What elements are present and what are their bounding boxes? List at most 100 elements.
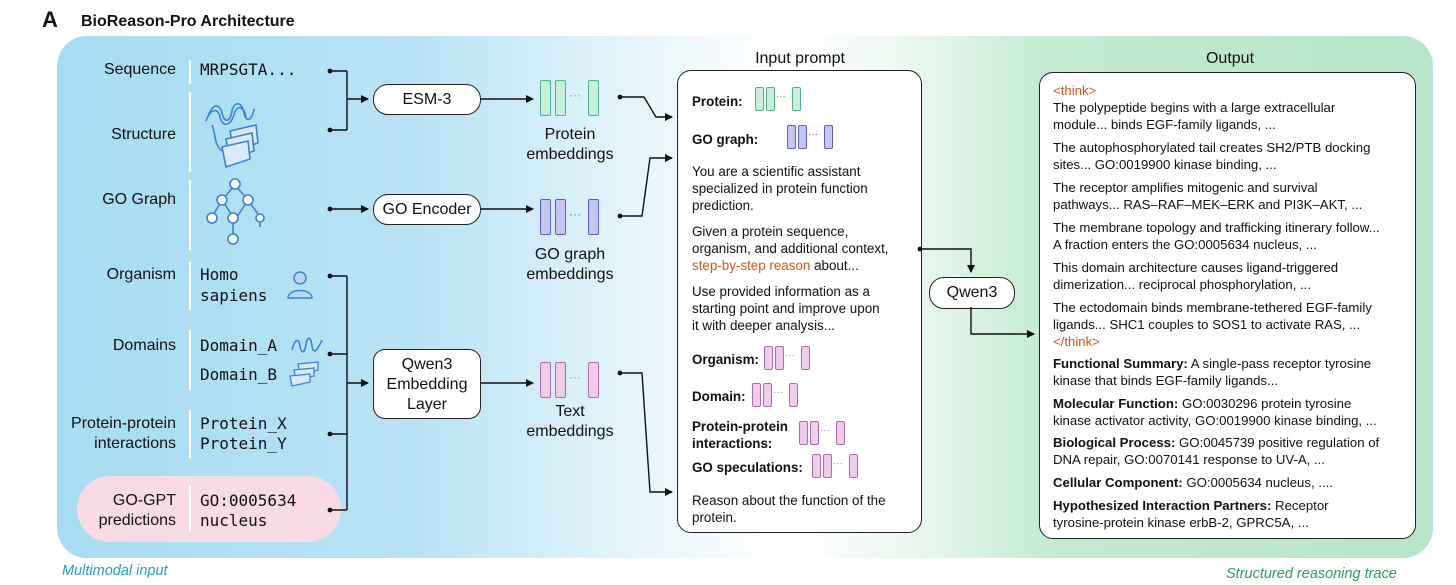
go-embeddings-label-2: embeddings [526, 266, 614, 283]
domains-label: Domains [112, 337, 176, 354]
prompt-domain-label: Domain: [692, 389, 746, 404]
gogpt-label-2: predictions [98, 512, 176, 529]
ppi-label-2: interactions [94, 435, 176, 452]
reasoning-step: The polypeptide begins with a large extr… [1053, 99, 1335, 133]
summary-key: Functional Summary: [1053, 356, 1188, 371]
organism-value-1: Homo [200, 265, 239, 284]
reasoning-line: A fraction enters the GO:0005634 nucleus… [1053, 237, 1317, 252]
separator [189, 410, 191, 458]
protein-embedding-tokens: ··· [540, 80, 602, 118]
protein-structure-icon [205, 102, 259, 169]
ppi-value-1: Protein_X [200, 414, 287, 433]
go-graph-icon [206, 178, 265, 245]
reasoning-trace-caption: Structured reasoning trace [1226, 566, 1397, 582]
prompt-line: prediction. [692, 198, 754, 213]
summary-text: kinase that binds EGF-family ligands... [1053, 373, 1279, 388]
organism-label: Organism [106, 266, 176, 283]
reasoning-line: The receptor amplifies mitogenic and sur… [1053, 180, 1318, 195]
multimodal-input-panel [57, 36, 777, 558]
organism-value-2: sapiens [200, 286, 268, 305]
esm3-encoder: ESM-3 [373, 84, 481, 115]
domain-b-value: Domain_B [200, 365, 278, 384]
summary-text: tyrosine-protein kinase erbB-2, GPRC5A, … [1053, 515, 1309, 530]
text-embeddings-label-2: embeddings [526, 423, 614, 440]
domain-a-icon [291, 337, 323, 353]
ellipsis: ··· [569, 207, 581, 221]
qwen-emb-line-1: Qwen3 [401, 356, 453, 373]
reasoning-step: This domain architecture causes ligand-t… [1053, 259, 1338, 293]
separator [189, 92, 191, 172]
text-embedding-tokens: ··· [540, 362, 602, 400]
summary-key: Cellular Component: [1053, 475, 1183, 490]
summary-text: GO:0045739 positive regulation of [1175, 435, 1380, 450]
reasoning-line: The membrane topology and trafficking it… [1053, 220, 1380, 235]
go-embeddings-label-1: GO graph [534, 246, 606, 263]
summary-item: Hypothesized Interaction Partners: Recep… [1053, 497, 1329, 531]
structure-label: Structure [111, 126, 176, 143]
summary-text: A single-pass receptor tyrosine [1187, 356, 1372, 371]
figure-title: BioReason-Pro Architecture [81, 13, 295, 30]
reasoning-step: The ectodomain binds membrane-tethered E… [1053, 299, 1372, 333]
text-embeddings-label-1: Text [555, 403, 585, 420]
reasoning-line: ligands... SHC1 couples to SOS1 to activ… [1053, 317, 1361, 332]
domain-a-value: Domain_A [200, 336, 278, 355]
prompt-line: specialized in protein function [692, 181, 868, 196]
prompt-protein-label: Protein: [692, 94, 743, 109]
panel-letter: A [42, 7, 58, 32]
go-graph-label: GO Graph [102, 191, 176, 208]
domain-b-icon [289, 361, 319, 387]
separator [189, 486, 191, 532]
reasoning-line: The polypeptide begins with a large extr… [1053, 100, 1336, 115]
prompt-go-graph-label: GO graph: [692, 132, 759, 147]
ellipsis: ··· [820, 425, 830, 436]
output-header: Output [1205, 50, 1255, 67]
summary-text: DNA repair, GO:0070141 response to UV-A,… [1053, 452, 1325, 467]
ellipsis: ··· [808, 129, 818, 140]
prompt-line: organism, and additional context, [692, 241, 889, 256]
reasoning-step: The membrane topology and trafficking it… [1053, 219, 1380, 253]
summary-item: Cellular Component: GO:0005634 nucleus, … [1053, 474, 1333, 491]
summary-key: Hypothesized Interaction Partners: [1053, 498, 1272, 513]
qwen-emb-line-3: Layer [406, 396, 448, 413]
reasoning-line: The autophosphorylated tail creates SH2/… [1053, 140, 1371, 155]
qwen-emb-line-2: Embedding [386, 376, 468, 393]
prompt-line: Reason about the function of the [692, 493, 886, 508]
highlight-text: step-by-step reason [692, 258, 811, 273]
prompt-line: it with deeper analysis... [692, 318, 835, 333]
gogpt-label-1: GO-GPT [112, 492, 176, 509]
prompt-go-spec-label: GO speculations: [692, 460, 803, 475]
ellipsis: ··· [569, 370, 581, 384]
prompt-line: Given a protein sequence, [692, 224, 849, 239]
separator [189, 262, 191, 310]
prompt-line: Protein-protein [692, 419, 788, 434]
prompt-line: starting point and improve upon [692, 301, 880, 316]
ellipsis: ··· [776, 91, 786, 102]
prompt-paragraph-2: Given a protein sequence, organism, and … [692, 223, 889, 274]
summary-item: Molecular Function: GO:0030296 protein t… [1053, 395, 1377, 429]
ppi-label-1: Protein-protein [71, 415, 176, 432]
reasoning-line: dimerization... reciprocal phosphorylati… [1053, 277, 1312, 292]
ellipsis: ··· [833, 458, 843, 469]
go-encoder: GO Encoder [373, 194, 481, 225]
separator [189, 180, 191, 250]
summary-text: kinase activator activity, GO:0019900 ki… [1053, 413, 1377, 428]
prompt-line: You are a scientific assistant [692, 164, 861, 179]
summary-item: Functional Summary: A single-pass recept… [1053, 355, 1371, 389]
protein-embeddings-label-2: embeddings [526, 146, 614, 163]
input-prompt-box: Protein: ··· GO graph: ··· You are a sci… [677, 70, 922, 533]
qwen3-model: Qwen3 [929, 277, 1015, 309]
reasoning-line: The ectodomain binds membrane-tethered E… [1053, 300, 1372, 315]
qwen3-embedding-layer: Qwen3 Embedding Layer [373, 349, 481, 419]
person-icon [287, 271, 313, 299]
sequence-value: MRPSGTA... [200, 60, 297, 79]
prompt-line: step-by-step reason about... [692, 257, 889, 274]
multimodal-input-caption: Multimodal input [62, 563, 168, 579]
reasoning-line: module... binds EGF-family ligands, ... [1053, 117, 1276, 132]
summary-text: GO:0030296 protein tyrosine [1178, 396, 1352, 411]
input-prompt-header: Input prompt [755, 50, 845, 67]
reasoning-step: The autophosphorylated tail creates SH2/… [1053, 139, 1370, 173]
reasoning-line: This domain architecture causes ligand-t… [1053, 260, 1339, 275]
prompt-paragraph-1: You are a scientific assistant specializ… [692, 163, 868, 214]
ellipsis: ··· [569, 88, 581, 102]
